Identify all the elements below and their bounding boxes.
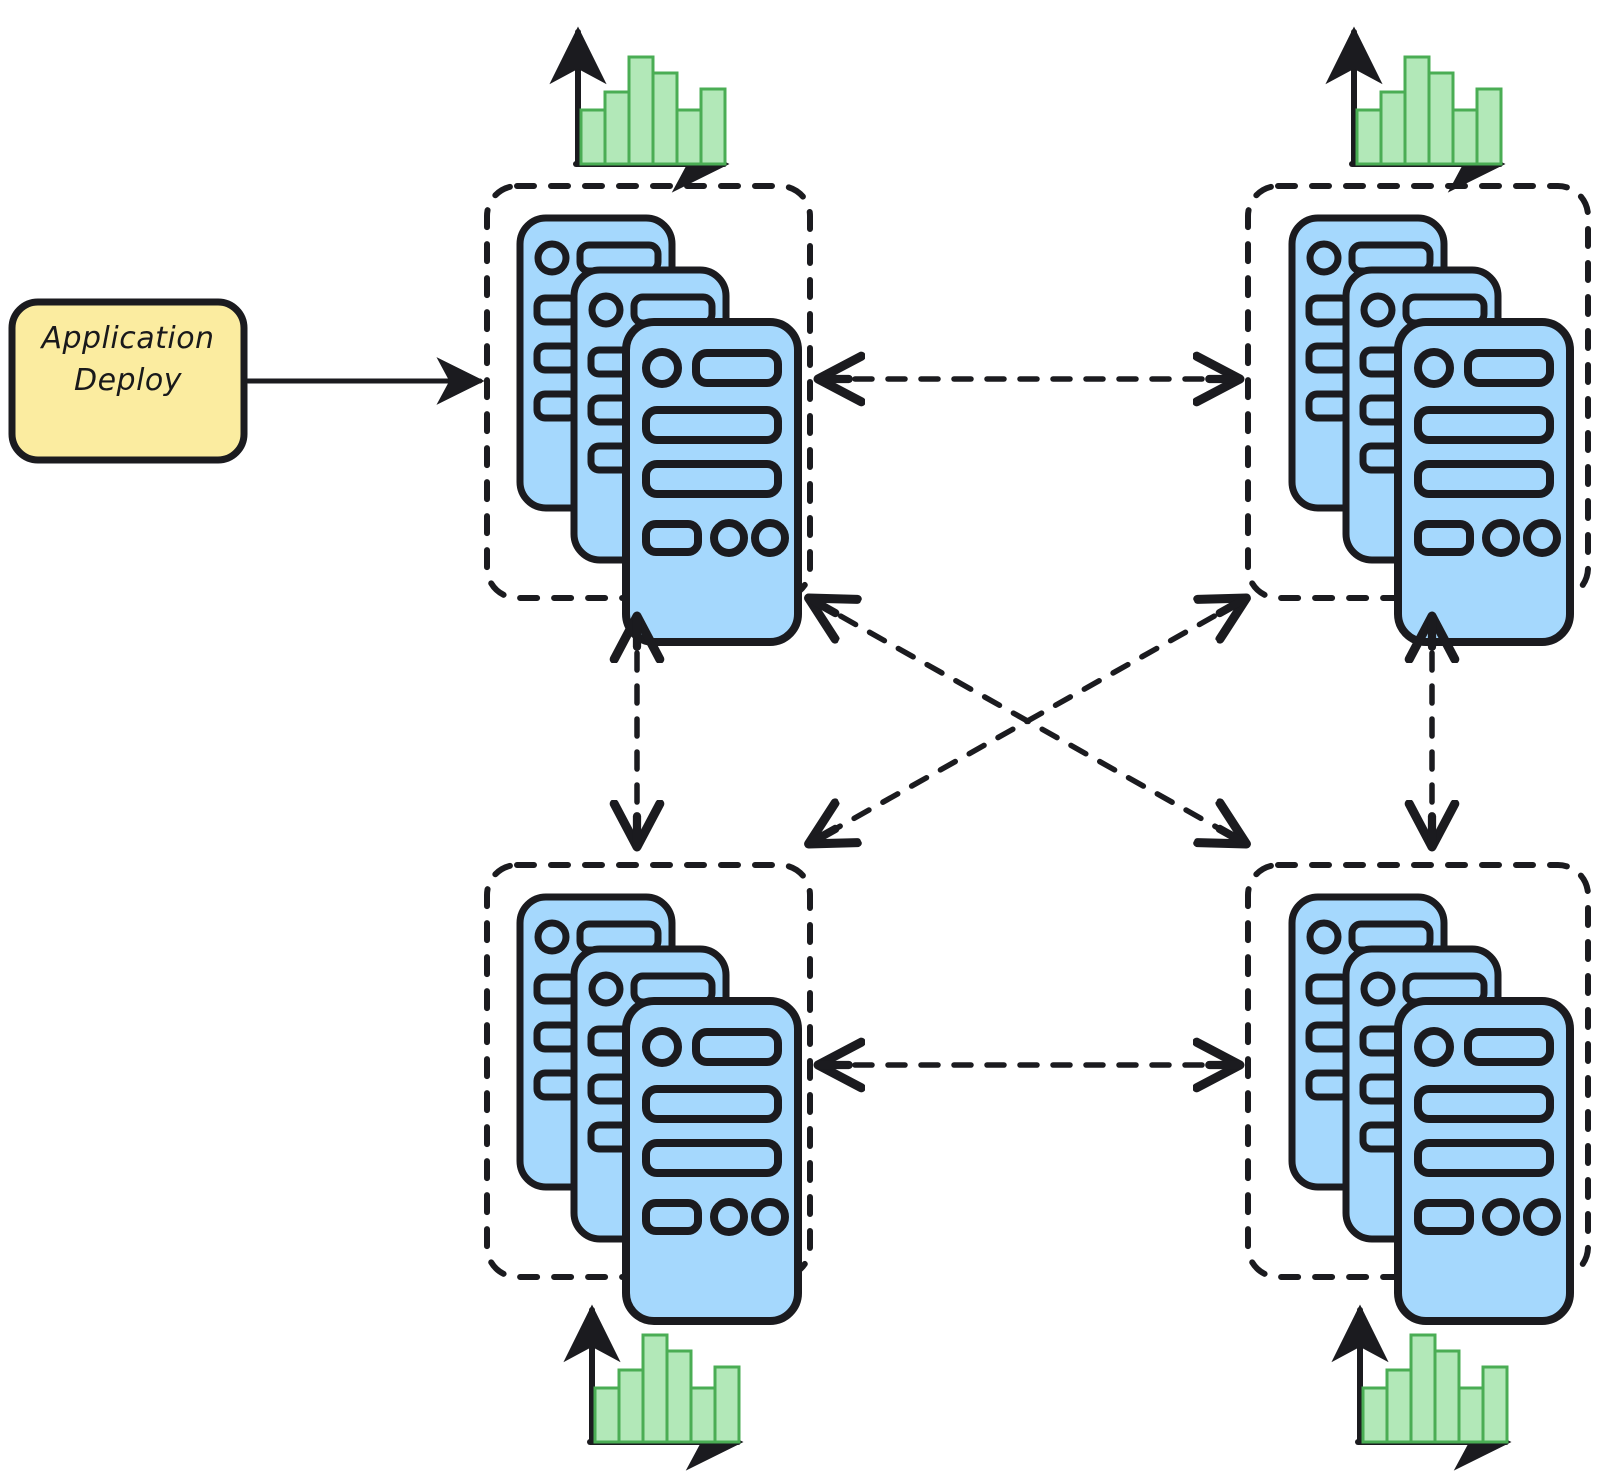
cluster-bottom-left-boundary	[484, 862, 813, 1280]
cluster-top-right[interactable]	[1245, 183, 1591, 642]
metrics-chart-top-right	[1352, 32, 1501, 164]
server-stack-top-left[interactable]	[520, 218, 798, 642]
application-deploy-box[interactable]	[8, 298, 248, 464]
cluster-bottom-right[interactable]	[1245, 862, 1591, 1321]
application-deploy-node[interactable]	[8, 298, 248, 464]
cluster-top-left[interactable]	[484, 183, 813, 642]
server-stack-bottom-left[interactable]	[520, 897, 798, 1321]
metrics-chart-top-left	[576, 32, 725, 164]
server-stack-bottom-right[interactable]	[1292, 897, 1570, 1321]
server-stack-top-right[interactable]	[1292, 218, 1570, 642]
metrics-chart-bottom-right	[1358, 1310, 1507, 1442]
connection-top-right-bottom-left	[812, 600, 1243, 842]
cluster-top-left-boundary	[484, 183, 813, 601]
cluster-bottom-left[interactable]	[484, 862, 813, 1321]
metrics-chart-bottom-left	[590, 1310, 739, 1442]
